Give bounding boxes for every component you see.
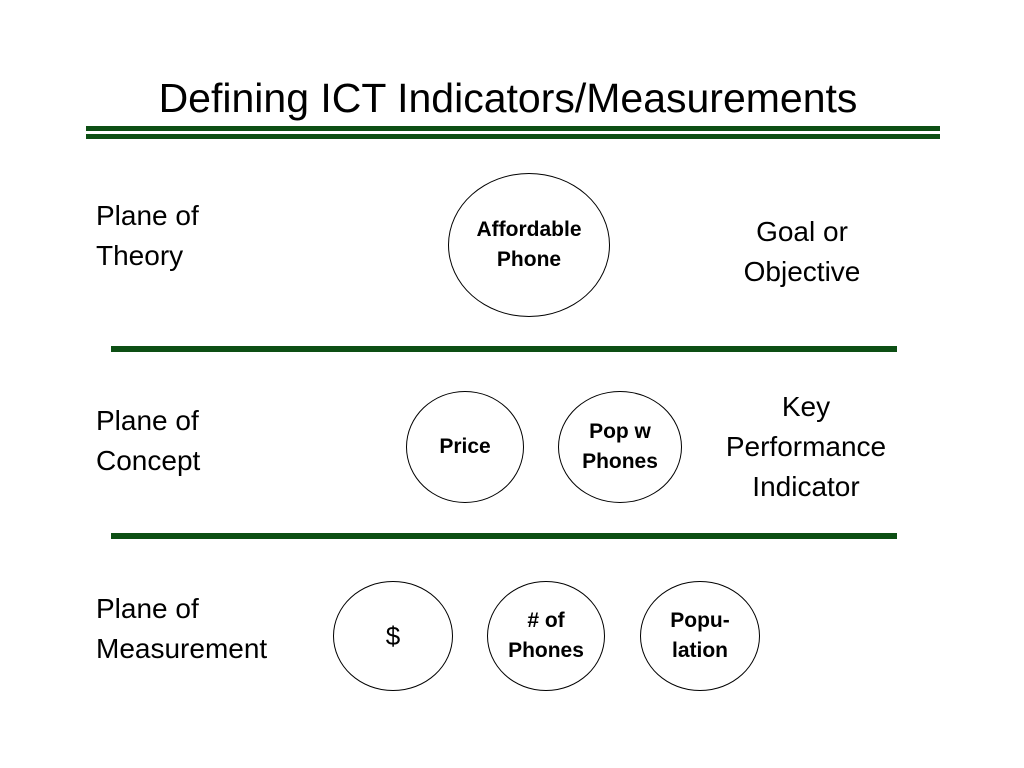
node-price: Price — [406, 391, 524, 503]
plane-label-concept: Plane of Concept — [96, 405, 201, 476]
goal-objective-label: Goal or Objective — [743, 216, 861, 287]
plane-separator-2 — [111, 533, 897, 539]
kpi-label: Key Performance Indicator — [725, 391, 887, 502]
node-num-phones-label: # of Phones — [508, 609, 584, 662]
node-affordable-phone-label: Affordable Phone — [476, 218, 582, 271]
node-price-label: Price — [439, 435, 491, 458]
node-pop-w-phones: Pop w Phones — [558, 391, 682, 503]
node-dollar-label: $ — [385, 621, 401, 651]
plane-separator-1 — [111, 346, 897, 352]
node-num-phones: # of Phones — [487, 581, 605, 691]
slide-title: Defining ICT Indicators/Measurements — [158, 75, 858, 121]
title-underline-bottom — [86, 134, 940, 139]
node-population-label: Popu- lation — [670, 609, 730, 662]
node-affordable-phone: Affordable Phone — [448, 173, 610, 317]
title-underline-top — [86, 126, 940, 131]
plane-label-theory: Plane of Theory — [96, 200, 199, 271]
plane-label-measurement: Plane of Measurement — [96, 593, 268, 664]
node-population: Popu- lation — [640, 581, 760, 691]
node-pop-w-phones-label: Pop w Phones — [582, 420, 658, 473]
node-dollar: $ — [333, 581, 453, 691]
